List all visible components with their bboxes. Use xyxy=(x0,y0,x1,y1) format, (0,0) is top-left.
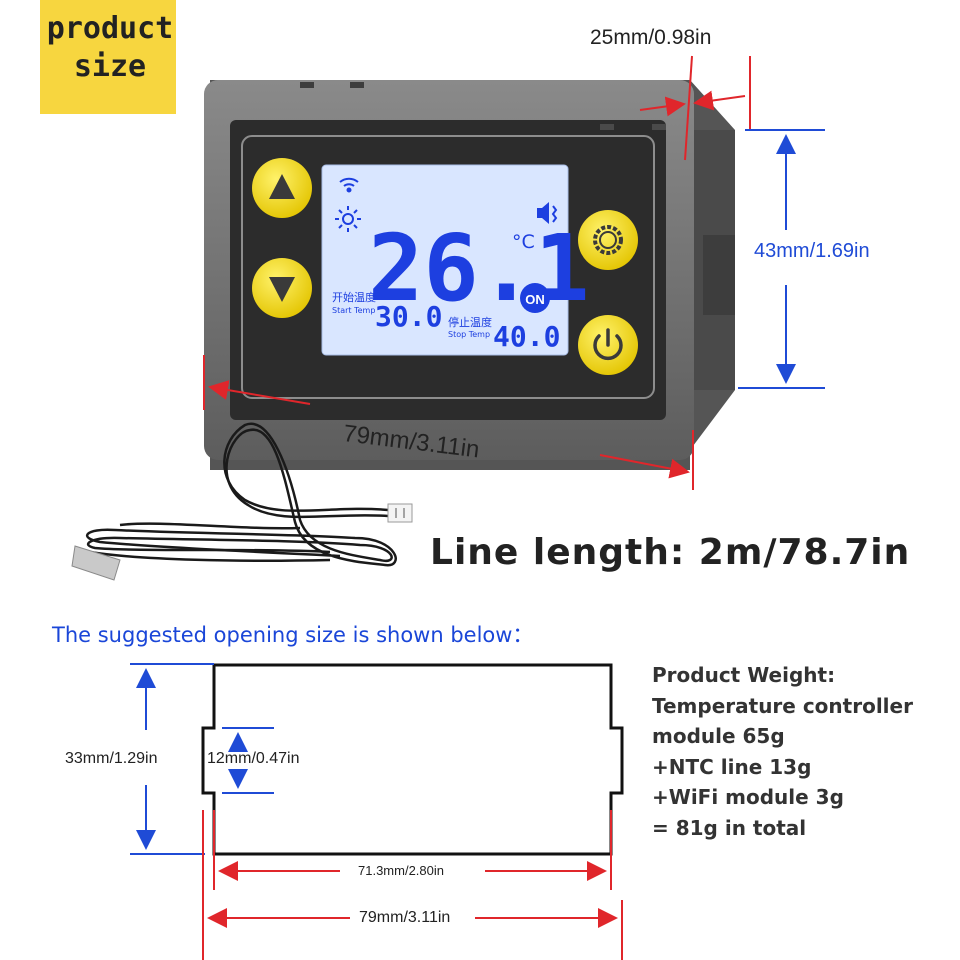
gear-icon xyxy=(593,225,623,255)
lcd-stop-label-cn: 停止温度 xyxy=(448,315,492,329)
weight-line: module 65g xyxy=(652,724,785,748)
opening-height-label: 33mm/1.29in xyxy=(65,750,158,767)
opening-size-diagram xyxy=(130,663,624,960)
lcd-main-temperature: 26.1 xyxy=(368,215,590,322)
down-button[interactable] xyxy=(252,258,312,318)
notch-height-label: 12mm/0.47in xyxy=(207,750,300,767)
up-button[interactable] xyxy=(252,158,312,218)
weight-line: +WiFi module 3g xyxy=(652,785,844,809)
lcd-stop-label-en: Stop Temp xyxy=(448,330,490,339)
settings-button[interactable] xyxy=(578,210,638,270)
weight-line: +NTC line 13g xyxy=(652,754,812,779)
weight-line: = 81g in total xyxy=(652,815,807,840)
lcd-start-label-cn: 开始温度 xyxy=(332,290,376,304)
lcd-on-indicator: ON xyxy=(520,283,550,313)
product-weight-block: Product Weight: Temperature controller m… xyxy=(652,660,913,843)
height-dimension-label: 43mm/1.69in xyxy=(754,240,870,262)
product-size-badge-text: product size xyxy=(40,10,180,86)
speaker-icon xyxy=(537,202,558,224)
weight-line: Product Weight: xyxy=(652,663,836,687)
product-illustration: 26.1 °C ON 开始温度 Start Temp 30.0 停止温度 Sto… xyxy=(71,55,825,581)
down-arrow-icon xyxy=(269,277,295,302)
lcd-screen xyxy=(321,164,569,356)
lcd-start-value: 30.0 xyxy=(375,300,442,333)
badge-line1: product xyxy=(46,11,174,46)
cable-connector xyxy=(387,503,413,523)
ntc-cable xyxy=(86,422,397,567)
height-dimension-arrows xyxy=(738,129,825,389)
lcd-stop-value: 40.0 xyxy=(493,320,560,353)
product-size-badge xyxy=(40,0,176,114)
opening-width-arrows xyxy=(202,810,623,960)
up-arrow-icon xyxy=(269,174,295,199)
line-length-text: Line length: 2m/78.7in xyxy=(430,532,911,573)
inner-width-label: 71.3mm/2.80in xyxy=(358,863,444,878)
ntc-probe xyxy=(71,545,121,581)
weight-line: Temperature controller xyxy=(652,693,913,718)
lcd-start-label-en: Start Temp xyxy=(332,306,375,315)
width-dimension-arrows xyxy=(203,355,694,490)
wifi-icon xyxy=(339,177,359,193)
outer-width-label: 79mm/3.11in xyxy=(359,909,451,926)
depth-dimension-label: 25mm/0.98in xyxy=(590,26,712,49)
opening-height-arrows xyxy=(130,663,274,855)
lcd-unit: °C xyxy=(512,231,535,253)
power-icon xyxy=(593,328,623,361)
opening-size-heading: The suggested opening size is shown belo… xyxy=(52,623,534,647)
depth-dimension-arrows xyxy=(639,55,751,161)
sun-icon xyxy=(335,206,361,232)
badge-line2: size xyxy=(73,49,147,84)
lcd-on-text: ON xyxy=(525,292,545,307)
power-button[interactable] xyxy=(578,315,638,375)
